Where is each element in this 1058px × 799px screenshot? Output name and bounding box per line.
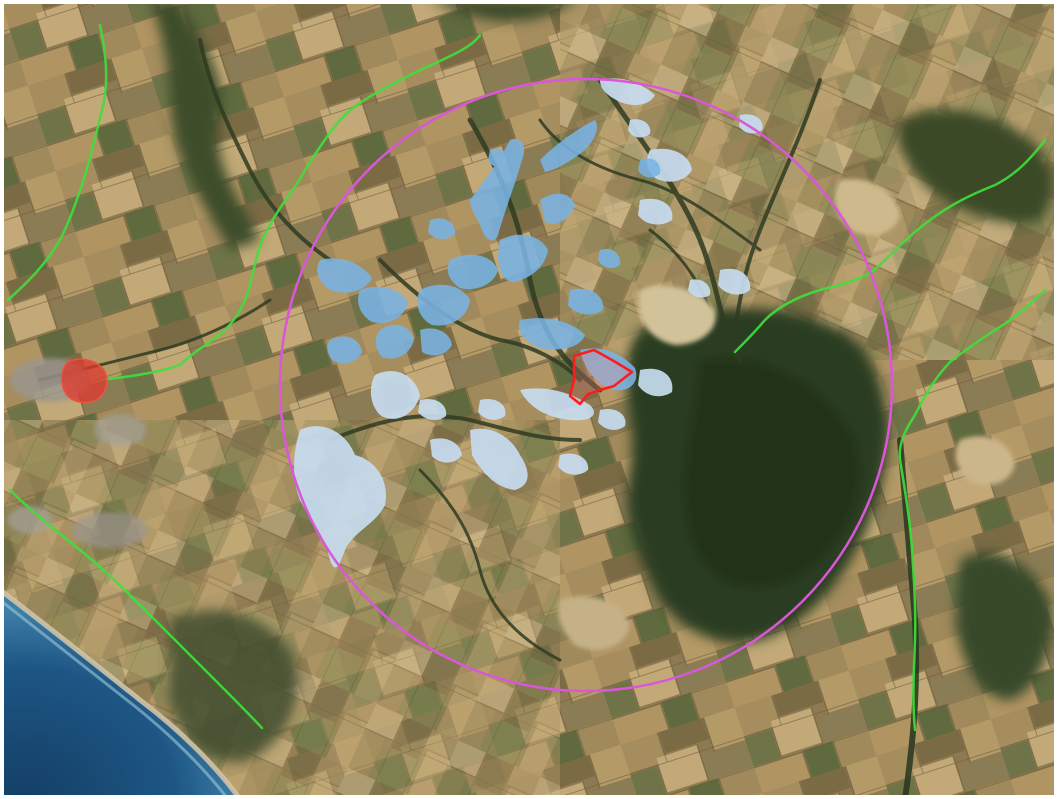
bare-soil: [558, 179, 1015, 650]
green-line-5: [8, 488, 264, 730]
blue-zones-strong: [317, 120, 661, 391]
green-line-1: [6, 23, 108, 302]
forest-areas: [150, 0, 1053, 762]
sea-coast: [0, 588, 243, 799]
blue-zones-pale: [294, 78, 763, 568]
green-line-2: [98, 33, 482, 382]
green-line-4: [898, 288, 1047, 732]
buffer-circle: [278, 77, 894, 693]
site-outline[interactable]: [568, 348, 634, 406]
town-highlight[interactable]: [61, 358, 108, 404]
green-line-3: [733, 138, 1047, 354]
green-lines: [6, 23, 1047, 732]
blue-zones: [294, 78, 763, 568]
